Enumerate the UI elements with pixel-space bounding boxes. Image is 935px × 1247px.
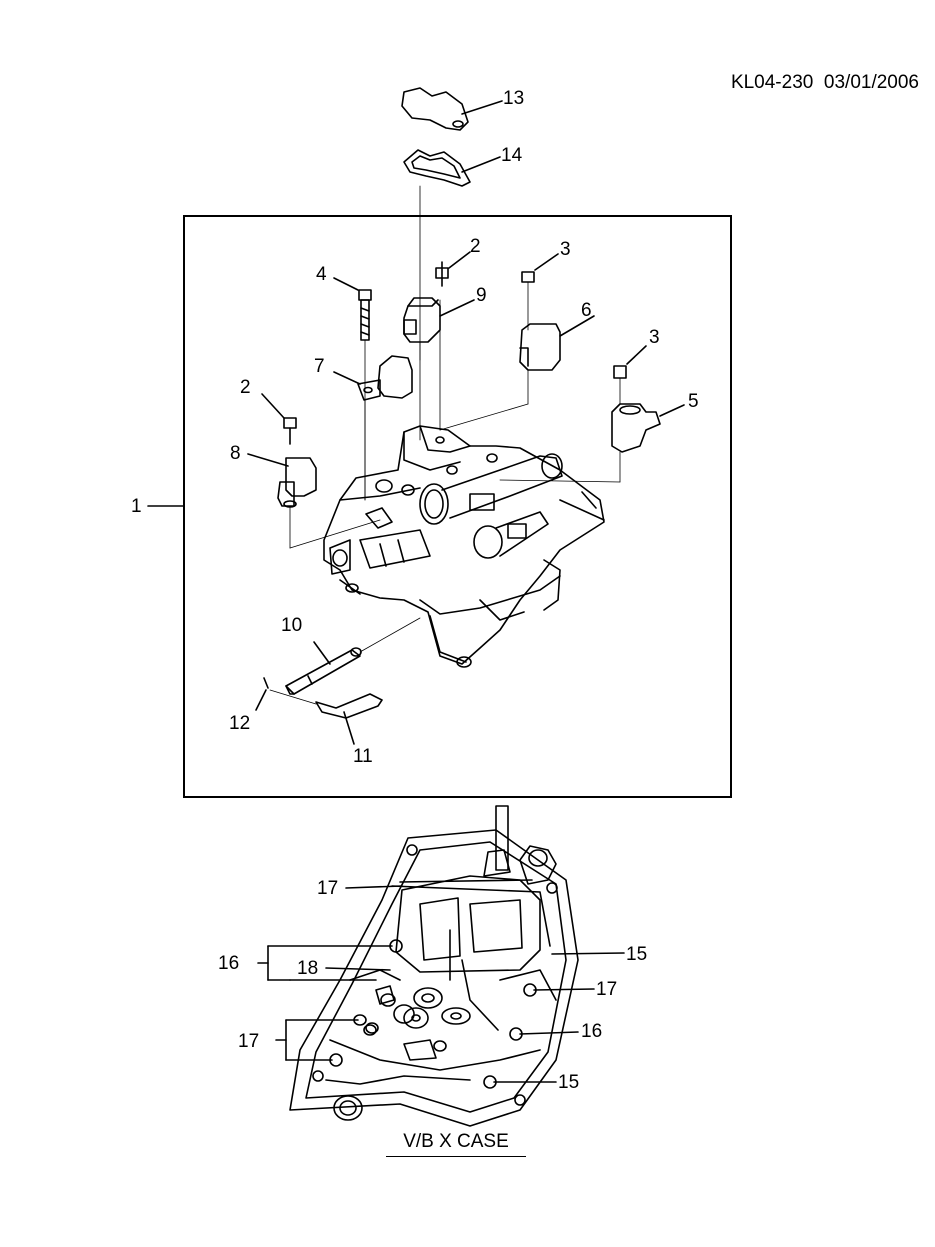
callout-3-lower: 3 — [649, 327, 660, 348]
callout-16-left: 16 — [218, 953, 240, 974]
part-11-lever — [315, 693, 383, 745]
caption-underline — [386, 1156, 526, 1157]
part-5-solenoid — [499, 345, 685, 483]
valve-body-assembly — [323, 425, 605, 668]
callout-5: 5 — [688, 391, 699, 412]
lower-case-view — [289, 805, 579, 1127]
callout-4: 4 — [316, 264, 327, 285]
callout-8: 8 — [230, 443, 241, 464]
diagram-date: 03/01/2006 — [823, 72, 919, 93]
callout-17-right: 17 — [596, 979, 618, 1000]
part-8-solenoid — [247, 393, 381, 549]
callout-2-lower: 2 — [240, 377, 251, 398]
callout-7: 7 — [314, 356, 325, 377]
assembly-frame — [183, 215, 732, 798]
lower-view-leaders — [257, 885, 625, 1083]
callout-12: 12 — [229, 713, 251, 734]
callout-13: 13 — [503, 88, 525, 109]
callout-9: 9 — [476, 285, 487, 306]
callout-15-lower: 15 — [558, 1072, 580, 1093]
callout-18: 18 — [297, 958, 319, 979]
part-13-cover — [401, 87, 503, 131]
part-6-solenoid — [439, 253, 595, 431]
part-7-solenoid — [333, 355, 413, 501]
callout-11: 11 — [353, 746, 373, 767]
part-10-pin — [285, 617, 421, 695]
callout-3-upper: 3 — [560, 239, 571, 260]
callout-16-right: 16 — [581, 1021, 603, 1042]
callout-17-top: 17 — [317, 878, 339, 899]
callout-2-upper: 2 — [470, 236, 481, 257]
callout-17-left: 17 — [238, 1031, 260, 1052]
diagram-code: KL04-230 03/01/2006 — [731, 72, 919, 94]
part-12-pin — [255, 677, 317, 711]
callout-6: 6 — [581, 300, 592, 321]
part-14-gasket — [403, 149, 501, 187]
callout-1: 1 — [131, 496, 142, 517]
diagram-code-number: KL04-230 — [730, 72, 814, 93]
part-4-bolt — [333, 277, 372, 501]
part-9-solenoid — [403, 251, 475, 431]
view-caption: V/B X CASE — [403, 1131, 509, 1152]
callout-10: 10 — [281, 615, 303, 636]
callout-14: 14 — [501, 145, 523, 166]
callout-15-upper: 15 — [626, 944, 648, 965]
